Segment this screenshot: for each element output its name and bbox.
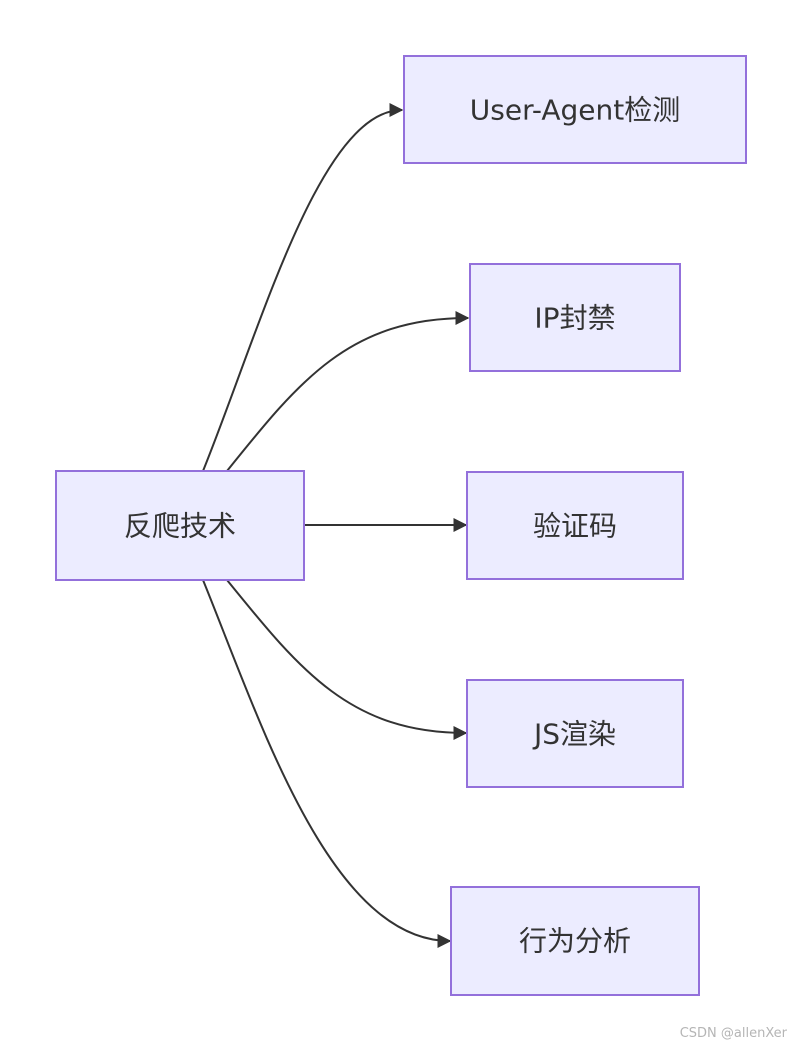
edge-root-to-behavior-analysis (202, 579, 452, 948)
node-label: 反爬技术 (124, 510, 236, 543)
edge-root-to-js-render (226, 579, 468, 740)
edge-root-to-user-agent (202, 103, 404, 472)
node-anti-crawler-tech: 反爬技术 (55, 470, 305, 581)
watermark: CSDN @allenXer (679, 1026, 787, 1041)
node-captcha: 验证码 (466, 471, 684, 580)
node-label: 验证码 (533, 510, 617, 543)
node-label: IP封禁 (534, 302, 615, 335)
node-js-rendering: JS渲染 (466, 679, 684, 788)
node-user-agent-detection: User-Agent检测 (403, 55, 747, 164)
edge-root-to-ip-ban (226, 311, 470, 472)
node-label: 行为分析 (519, 925, 631, 958)
node-label: User-Agent检测 (470, 94, 680, 127)
node-ip-ban: IP封禁 (469, 263, 681, 372)
node-behavior-analysis: 行为分析 (450, 886, 700, 996)
node-label: JS渲染 (532, 718, 616, 751)
